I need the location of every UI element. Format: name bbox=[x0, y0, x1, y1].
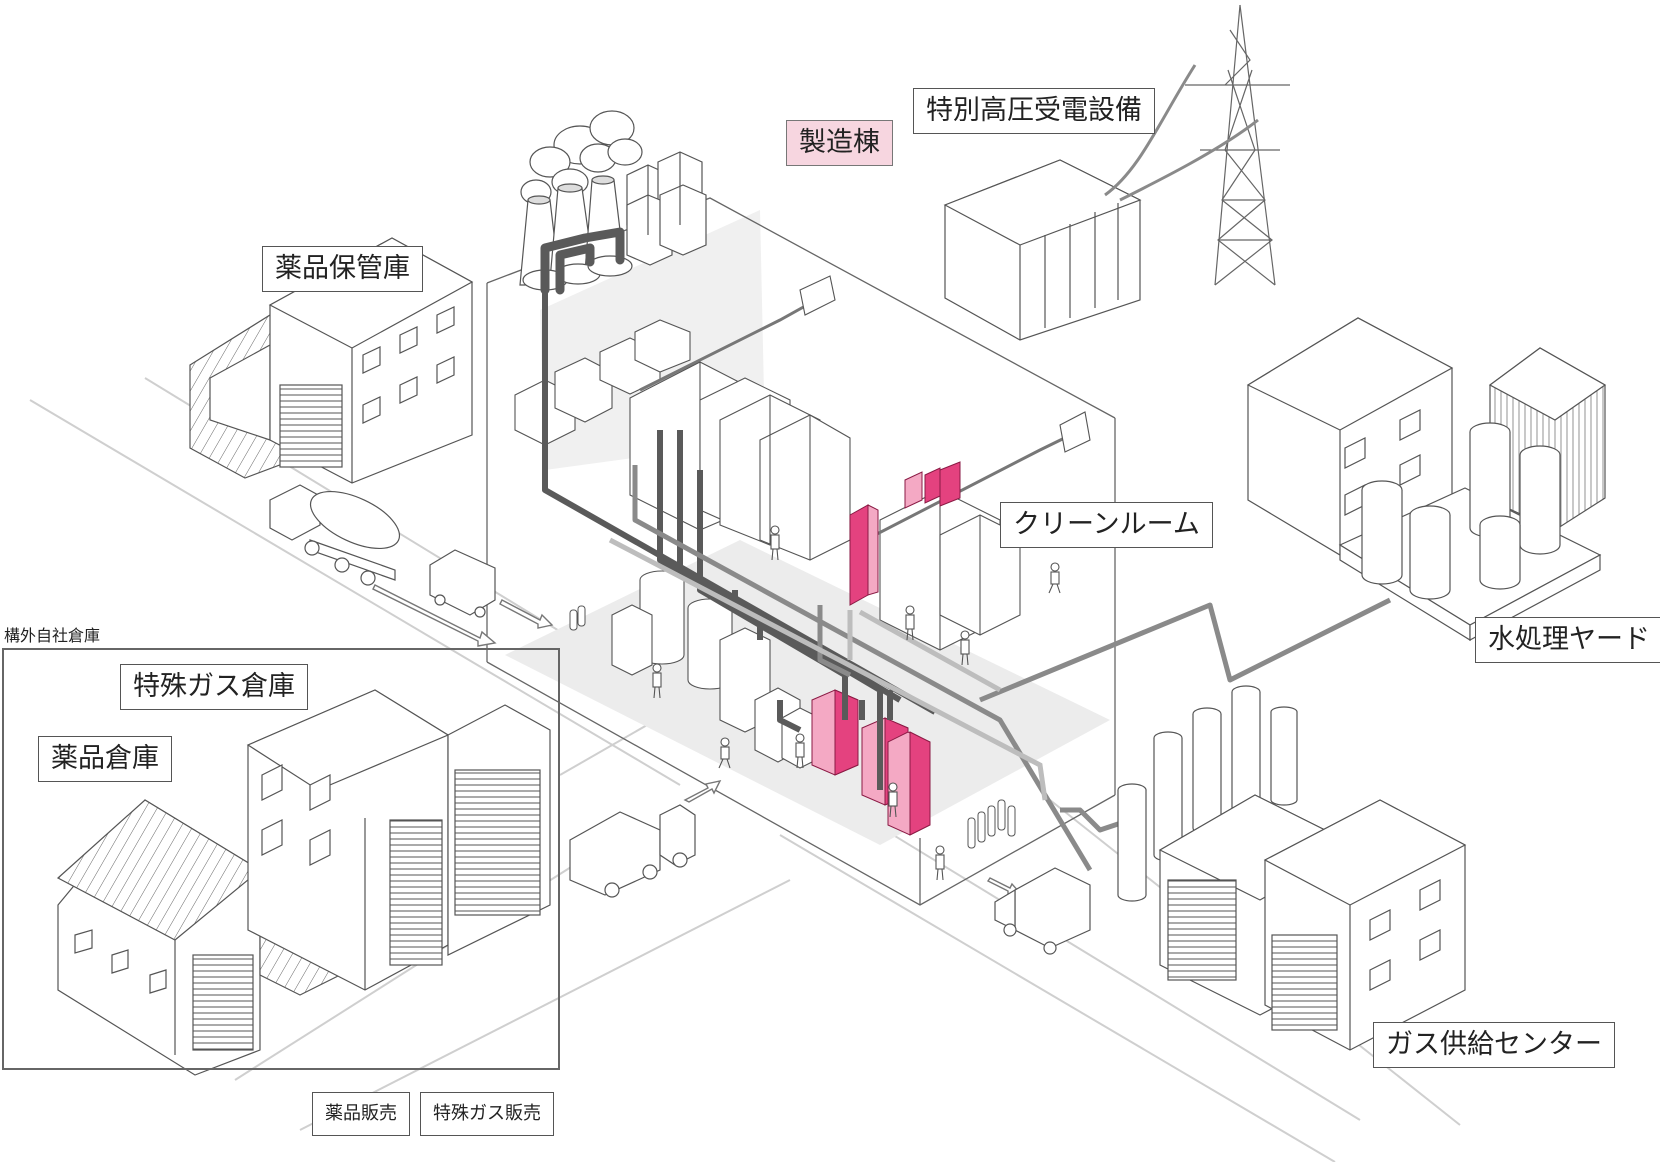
exhaust-ducts bbox=[540, 227, 625, 295]
upper-floor-equipment bbox=[514, 275, 836, 446]
power-lines bbox=[1104, 64, 1259, 202]
tanker-truck bbox=[269, 484, 401, 586]
chemical-warehouse-label: 薬品倉庫 bbox=[38, 736, 172, 783]
special-gas-sales-label: 特殊ガス販売 bbox=[420, 1092, 554, 1136]
workers bbox=[652, 525, 1061, 881]
van bbox=[429, 549, 496, 618]
gas-supply-buildings bbox=[1158, 794, 1467, 1051]
smokestacks bbox=[519, 110, 643, 291]
clean-room-label: クリーンルーム bbox=[1000, 502, 1213, 549]
water-tanks bbox=[1338, 422, 1602, 642]
special-gas-warehouse-label: 特殊ガス倉庫 bbox=[120, 664, 308, 711]
power-receiving-label: 特別高圧受電設備 bbox=[913, 88, 1155, 135]
offsite-warehouse-frame bbox=[2, 648, 560, 1070]
flow-arrows bbox=[372, 584, 1022, 895]
water-treatment-yard-label: 水処理ヤード bbox=[1475, 617, 1660, 664]
pink-cabinets-upper bbox=[849, 461, 961, 606]
offsite-warehouse-buildings bbox=[56, 689, 551, 1076]
rooftop-units bbox=[626, 151, 707, 266]
power-receiving-equipment bbox=[943, 159, 1142, 341]
gas-supply-tanks bbox=[1117, 685, 1298, 902]
delivery-trucks bbox=[569, 804, 1091, 955]
pipes-light bbox=[608, 537, 1048, 801]
chemical-storage-label: 薬品保管庫 bbox=[262, 246, 423, 293]
offsite-warehouse-title: 構外自社倉庫 bbox=[4, 626, 101, 645]
chemical-sales-label: 薬品販売 bbox=[312, 1092, 410, 1136]
gas-cylinders-indoor bbox=[569, 605, 1016, 849]
transmission-tower bbox=[1185, 4, 1290, 286]
manufacturing-building-label: 製造棟 bbox=[786, 120, 893, 167]
gas-supply-center-label: ガス供給センター bbox=[1373, 1022, 1615, 1069]
